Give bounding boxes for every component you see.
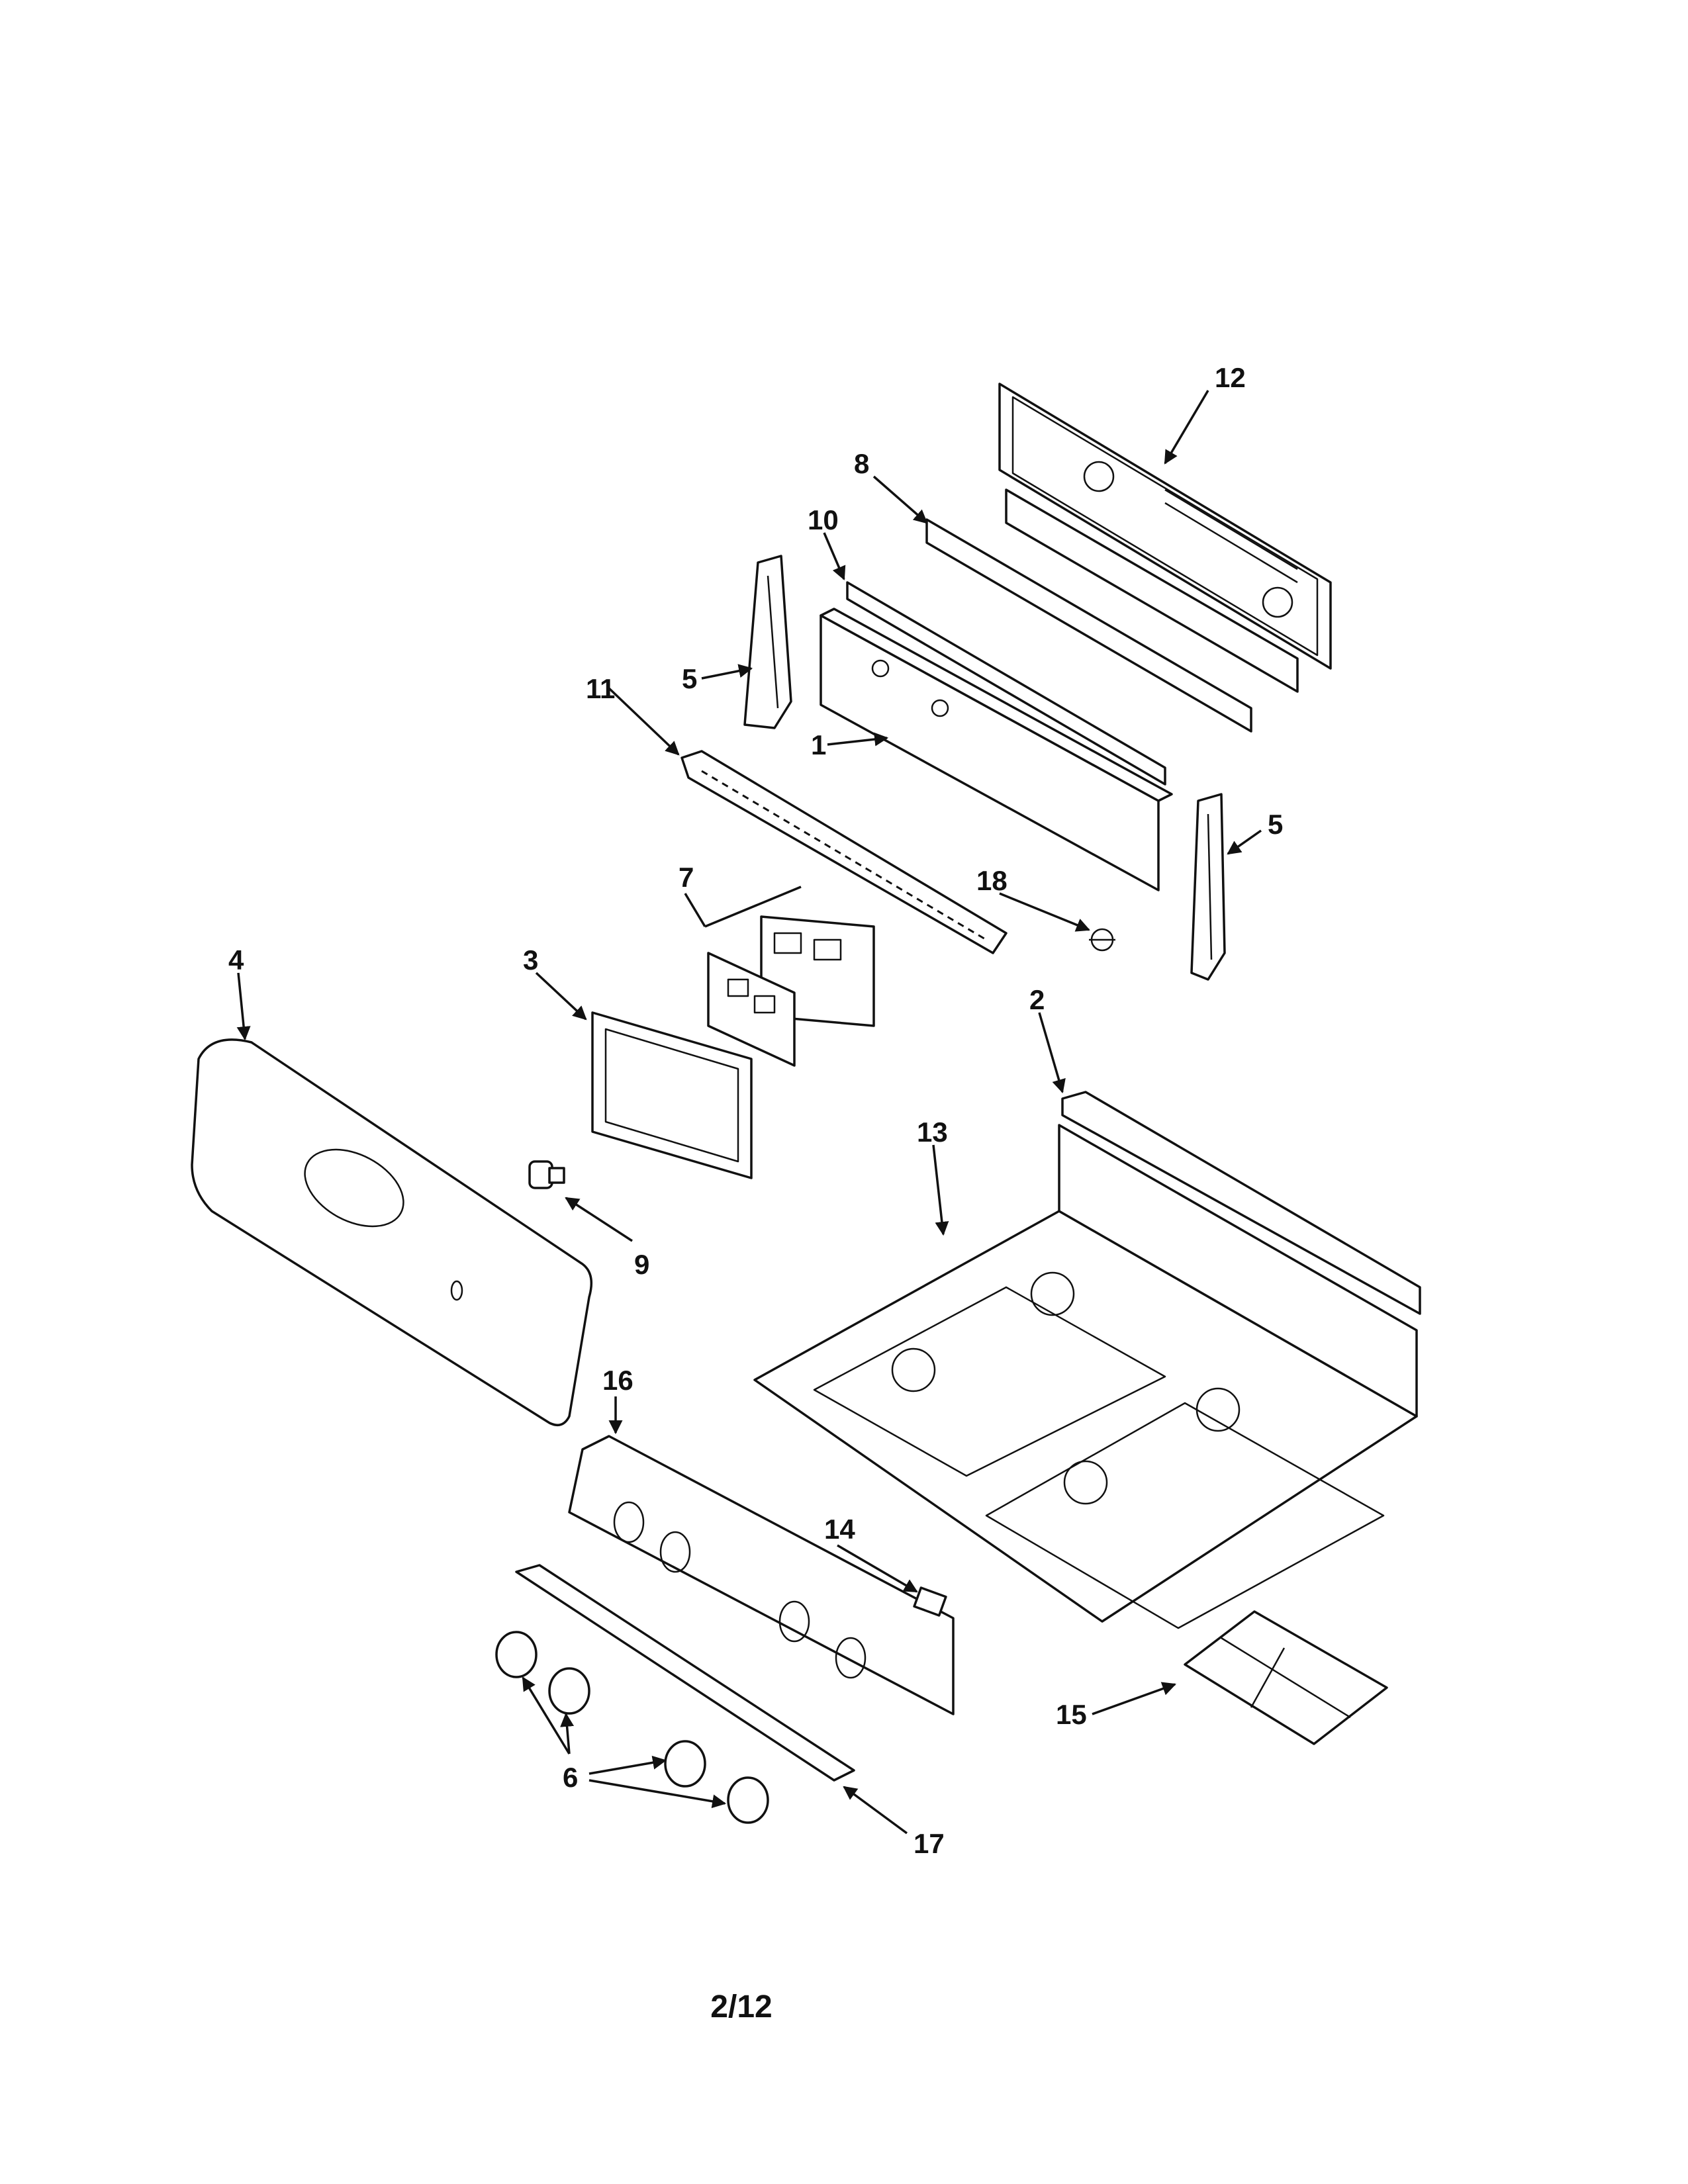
part-lower-trim xyxy=(515,1564,855,1782)
part-top-trim-bar xyxy=(680,750,1008,954)
callout-11: 11 xyxy=(586,673,615,704)
part-knobs xyxy=(495,1631,769,1824)
part-trim-strip-2 xyxy=(846,581,1166,786)
part-rear-vent-trim xyxy=(1061,1091,1421,1315)
callout-17: 17 xyxy=(914,1828,945,1859)
part-switch xyxy=(528,1160,565,1189)
callout-7: 7 xyxy=(679,862,694,893)
callout-13: 13 xyxy=(917,1116,948,1148)
part-control-panel xyxy=(191,1038,593,1427)
callout-18: 18 xyxy=(976,865,1008,896)
part-control-board xyxy=(707,915,875,1067)
part-end-cap-right xyxy=(1190,793,1226,981)
callout-2: 2 xyxy=(1029,984,1045,1015)
part-bracket xyxy=(913,1586,947,1617)
part-clip xyxy=(1089,928,1115,952)
callout-10: 10 xyxy=(808,504,839,535)
callout-15: 15 xyxy=(1056,1699,1087,1730)
part-display-window xyxy=(591,1011,753,1179)
callout-12: 12 xyxy=(1215,362,1246,393)
callout-9: 9 xyxy=(634,1249,649,1280)
callout-16: 16 xyxy=(602,1365,633,1396)
part-cooktop xyxy=(753,1124,1418,1629)
part-manifold-panel xyxy=(568,1435,955,1715)
callout-5-left: 5 xyxy=(682,663,697,694)
callout-1: 1 xyxy=(811,729,826,760)
page-number: 2/12 xyxy=(710,1989,773,2025)
part-end-cap-left xyxy=(743,555,792,729)
callout-8: 8 xyxy=(854,448,869,479)
part-back-panel xyxy=(998,383,1332,693)
callout-3: 3 xyxy=(523,944,538,976)
part-trim-strip xyxy=(925,518,1252,733)
part-backguard-panel xyxy=(820,608,1173,891)
callout-5-right: 5 xyxy=(1268,809,1283,840)
leader-lines xyxy=(236,390,1262,1835)
part-burner-grate xyxy=(1184,1610,1388,1745)
callout-14: 14 xyxy=(824,1514,855,1545)
callout-6: 6 xyxy=(563,1762,578,1793)
callout-labels: 12 8 10 5 11 1 5 7 18 3 4 2 13 9 16 14 1… xyxy=(228,362,1283,1859)
callout-4: 4 xyxy=(228,944,244,976)
